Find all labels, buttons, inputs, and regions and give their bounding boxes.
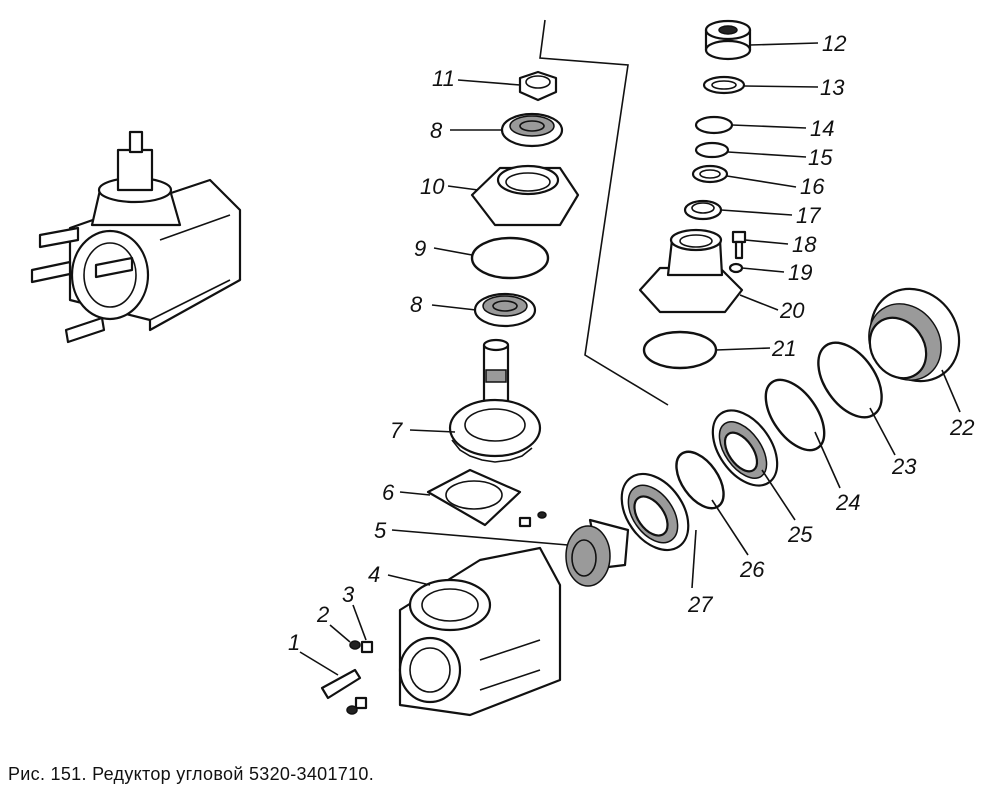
part-13-washer [702,75,746,95]
callout-13: 13 [820,75,845,100]
part-21-o-ring [642,330,718,370]
part-24-snap-ring [764,378,826,452]
callout-2: 2 [316,602,329,627]
callout-7: 7 [390,418,403,443]
part-18-bolt [731,230,747,260]
assembled-gearbox-drawing [30,130,242,344]
callout-24: 24 [835,490,860,515]
part-11-nut [518,70,558,102]
callout-22: 22 [949,415,974,440]
callout-5: 5 [374,518,387,543]
callout-3: 3 [342,582,355,607]
part-25-bearing [711,409,779,487]
part-7-gear-shaft [448,338,542,463]
figure-caption: Рис. 151. Редуктор угловой 5320-3401710. [8,764,374,784]
part-26-ring [675,450,725,510]
callout-4: 4 [368,562,380,587]
part-16-ring [691,164,729,184]
callout-12: 12 [822,31,846,56]
parts-1-2-3-stud-washer-nut [320,640,374,715]
callout-20: 20 [779,298,805,323]
callout-8-lower: 8 [410,292,423,317]
callout-25: 25 [787,522,813,547]
part-6-gasket [426,468,522,527]
callout-15: 15 [808,145,833,170]
callout-8-upper: 8 [430,118,443,143]
callout-26: 26 [739,557,765,582]
part-12-seal [704,19,752,61]
part-8-bearing-upper [500,112,564,148]
callout-9: 9 [414,236,426,261]
part-9-o-ring [470,236,550,280]
callout-11: 11 [432,66,455,91]
small-pins [518,511,547,528]
part-10-flange-housing [470,164,580,227]
part-14-snap-ring [694,115,734,135]
group-bracket [539,19,669,406]
part-22-cover [868,287,961,383]
part-20-flange-housing [638,228,744,314]
leader-lines [299,42,961,676]
callout-1: 1 [288,630,300,655]
callout-10: 10 [420,174,445,199]
callout-6: 6 [382,480,395,505]
callout-14: 14 [810,116,834,141]
part-15-ring [694,141,730,159]
part-4-housing [398,546,562,717]
part-8-bearing-lower [473,292,537,328]
callout-16: 16 [800,174,825,199]
callout-23: 23 [891,454,917,479]
callout-17: 17 [796,203,821,228]
part-17-bushing [683,199,723,221]
callout-19: 19 [788,260,812,285]
callout-numbers: 1 2 3 4 5 6 7 8 9 10 8 11 12 13 14 15 16… [288,31,974,655]
callout-27: 27 [687,592,713,617]
part-5-bevel-gear [565,518,630,587]
callout-21: 21 [771,336,796,361]
part-19-washer [728,262,744,274]
callout-18: 18 [792,232,817,257]
part-27-bearing [620,472,690,552]
